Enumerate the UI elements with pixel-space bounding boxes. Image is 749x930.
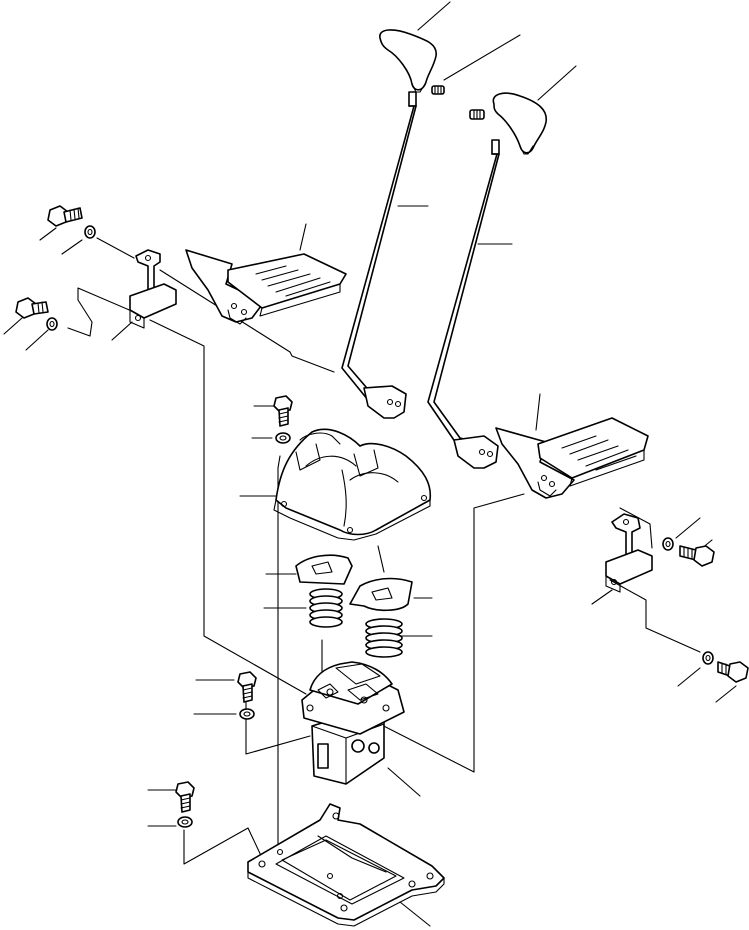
bolt-icon bbox=[237, 671, 257, 703]
pedal-right bbox=[495, 417, 649, 499]
pedal-left-treads bbox=[255, 265, 331, 297]
leader-lines bbox=[3, 1, 737, 927]
bolt-icon bbox=[717, 661, 749, 683]
lever-rod-right bbox=[427, 139, 500, 469]
bolt-icon bbox=[47, 205, 83, 227]
set-screw-left bbox=[431, 85, 445, 95]
cam-plates bbox=[295, 554, 413, 612]
spring-icon bbox=[309, 588, 343, 628]
bracket-left bbox=[129, 249, 177, 329]
bolt-icon bbox=[15, 297, 49, 319]
bracket-right bbox=[605, 513, 653, 593]
bolt-icon bbox=[175, 781, 195, 813]
pedal-right-treads bbox=[561, 435, 637, 471]
lever-knob-right bbox=[492, 92, 547, 155]
base-plate bbox=[247, 803, 445, 927]
bolts-and-washers bbox=[15, 205, 749, 828]
pedal-left bbox=[185, 249, 347, 325]
lever-knob-left bbox=[379, 29, 437, 93]
springs bbox=[309, 588, 403, 658]
bolt-icon bbox=[679, 545, 715, 567]
assembly-lines bbox=[67, 237, 701, 877]
spring-icon bbox=[365, 618, 403, 658]
set-screw-right bbox=[469, 109, 485, 120]
bolt-icon bbox=[273, 395, 293, 427]
lever-rod-left bbox=[341, 91, 417, 419]
pilot-valve-body bbox=[301, 661, 405, 785]
valve-cover bbox=[273, 428, 432, 541]
